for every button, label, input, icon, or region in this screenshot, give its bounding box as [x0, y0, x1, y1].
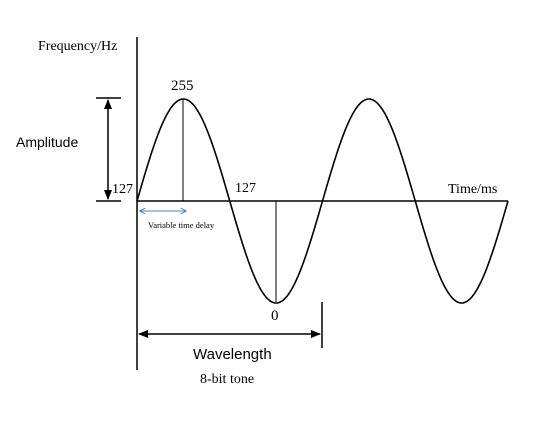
x-axis-label: Time/ms: [448, 182, 497, 197]
baseline-value-label: 127: [112, 182, 133, 197]
crossing-value-label: 127: [235, 181, 256, 196]
caption: 8-bit tone: [200, 372, 254, 387]
wavelength-label: Wavelength: [193, 346, 272, 363]
amplitude-label: Amplitude: [16, 134, 78, 150]
variable-delay-label: Variable time delay: [148, 220, 215, 230]
y-axis-label: Frequency/Hz: [38, 39, 117, 54]
peak-value-label: 255: [171, 78, 194, 94]
trough-value-label: 0: [271, 308, 279, 324]
sine-wave: [136, 98, 509, 304]
